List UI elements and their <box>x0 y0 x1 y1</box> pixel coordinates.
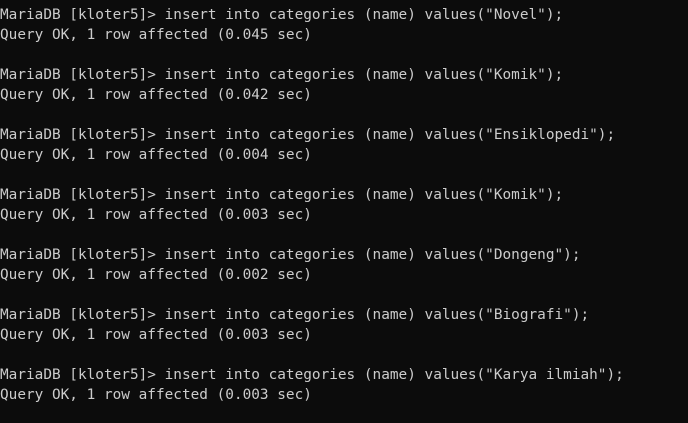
command-line: MariaDB [kloter5]> insert into categorie… <box>0 67 564 83</box>
query-entry: MariaDB [kloter5]> insert into categorie… <box>0 185 688 225</box>
query-result: Query OK, 1 row affected (0.045 sec) <box>0 27 312 43</box>
query-result: Query OK, 1 row affected (0.003 sec) <box>0 387 312 403</box>
query-entry: MariaDB [kloter5]> insert into categorie… <box>0 365 688 405</box>
command-line: MariaDB [kloter5]> insert into categorie… <box>0 307 590 323</box>
query-result: Query OK, 1 row affected (0.003 sec) <box>0 207 312 223</box>
command-line: MariaDB [kloter5]> insert into categorie… <box>0 367 624 383</box>
command-line: MariaDB [kloter5]> insert into categorie… <box>0 247 581 263</box>
command-line: MariaDB [kloter5]> insert into categorie… <box>0 187 564 203</box>
query-result: Query OK, 1 row affected (0.002 sec) <box>0 267 312 283</box>
query-entry: MariaDB [kloter5]> insert into categorie… <box>0 245 688 285</box>
query-entry: MariaDB [kloter5]> insert into categorie… <box>0 125 688 165</box>
command-line: MariaDB [kloter5]> insert into categorie… <box>0 7 564 23</box>
query-entry: MariaDB [kloter5]> insert into categorie… <box>0 5 688 45</box>
query-entry: MariaDB [kloter5]> insert into categorie… <box>0 65 688 105</box>
query-result: Query OK, 1 row affected (0.042 sec) <box>0 87 312 103</box>
query-result: Query OK, 1 row affected (0.003 sec) <box>0 327 312 343</box>
query-result: Query OK, 1 row affected (0.004 sec) <box>0 147 312 163</box>
query-entry: MariaDB [kloter5]> insert into categorie… <box>0 305 688 345</box>
command-line: MariaDB [kloter5]> insert into categorie… <box>0 127 616 143</box>
